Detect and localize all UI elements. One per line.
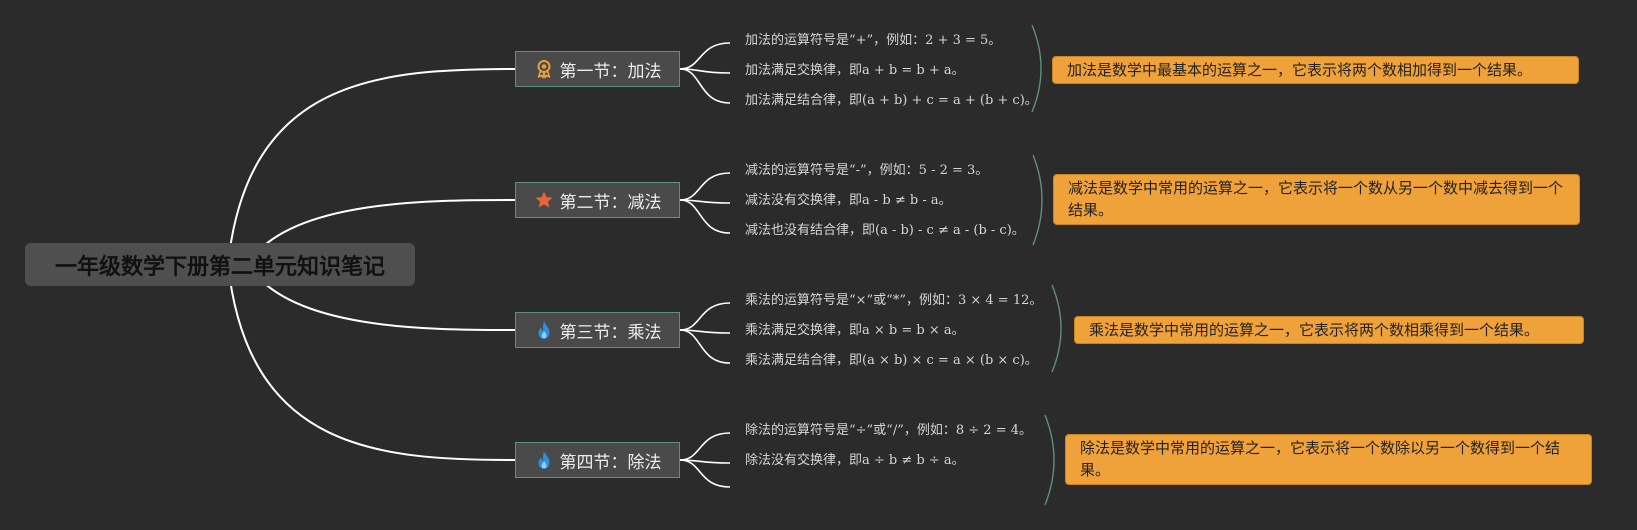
summary-bracket — [1051, 284, 1062, 373]
section-node-1[interactable]: 第一节：加法 — [515, 51, 680, 87]
detail-text: 乘法的运算符号是“×”或“*”，例如：3 × 4 = 12。 — [745, 293, 1043, 308]
summary-text: 乘法是数学中常用的运算之一，它表示将两个数相乘得到一个结果。 — [1089, 321, 1540, 339]
detail-link — [679, 199, 731, 234]
detail-link — [679, 329, 731, 364]
detail-link — [679, 432, 731, 461]
detail-text: 乘法满足结合律，即(a × b) × c = a × (b × c)。 — [745, 353, 1038, 368]
detail-text: 除法没有交换律，即a ÷ b ≠ b ÷ a。 — [745, 453, 965, 468]
detail-link — [679, 172, 731, 201]
summary-text: 除法是数学中常用的运算之一，它表示将一个数除以另一个数得到一个结果。 — [1080, 439, 1561, 479]
root-link-4 — [227, 263, 516, 461]
detail-link — [679, 302, 731, 331]
section-title: 第四节：除法 — [559, 452, 662, 473]
summary-box-1[interactable]: 加法是数学中最基本的运算之一，它表示将两个数相加得到一个结果。 — [1052, 56, 1579, 84]
root-link-3 — [247, 263, 516, 331]
section-title: 第一节：加法 — [559, 61, 662, 82]
summary-box-4[interactable]: 除法是数学中常用的运算之一，它表示将一个数除以另一个数得到一个结果。 — [1065, 434, 1592, 485]
detail-text: 除法的运算符号是“÷”或“/”，例如：8 ÷ 2 = 4。 — [745, 423, 1032, 438]
section-title: 第三节：乘法 — [559, 322, 662, 343]
root-title: 一年级数学下册第二单元知识笔记 — [54, 254, 385, 280]
detail-link — [679, 42, 731, 70]
summary-box-2[interactable]: 减法是数学中常用的运算之一，它表示将一个数从另一个数中减去得到一个结果。 — [1053, 174, 1580, 225]
summary-bracket — [1044, 414, 1055, 506]
summary-text: 加法是数学中最基本的运算之一，它表示将两个数相加得到一个结果。 — [1067, 61, 1533, 79]
summary-bracket — [1031, 24, 1042, 113]
detail-text: 加法的运算符号是“+”，例如：2 + 3 = 5。 — [745, 33, 1002, 48]
section-node-2[interactable]: 第二节：减法 — [515, 182, 680, 218]
section-node-3[interactable]: 第三节：乘法 — [515, 312, 680, 348]
detail-link — [679, 459, 731, 488]
detail-link — [679, 68, 731, 104]
detail-text: 加法满足交换律，即a + b = b + a。 — [745, 63, 965, 78]
summary-text: 减法是数学中常用的运算之一，它表示将一个数从另一个数中减去得到一个结果。 — [1068, 179, 1564, 219]
detail-text: 乘法满足交换律，即a × b = b × a。 — [745, 323, 965, 338]
detail-text: 加法满足结合律，即(a + b) + c = a + (b + c)。 — [745, 93, 1038, 108]
detail-text: 减法没有交换律，即a - b ≠ b - a。 — [745, 193, 952, 208]
summary-box-3[interactable]: 乘法是数学中常用的运算之一，它表示将两个数相乘得到一个结果。 — [1074, 316, 1584, 344]
detail-text: 减法也没有结合律，即(a - b) - c ≠ a - (b - c)。 — [745, 223, 1025, 238]
flame-icon — [534, 320, 554, 340]
root-topic[interactable]: 一年级数学下册第二单元知识笔记 — [25, 243, 415, 286]
detail-text: 减法的运算符号是“-”，例如：5 - 2 = 3。 — [745, 163, 989, 178]
star-icon — [534, 190, 554, 210]
section-node-4[interactable]: 第四节：除法 — [515, 442, 680, 478]
summary-bracket — [1032, 154, 1043, 246]
root-link-1 — [227, 68, 516, 265]
root-link-2 — [247, 199, 516, 265]
award-ribbon-icon — [534, 59, 554, 79]
section-title: 第二节：减法 — [559, 192, 662, 213]
flame-icon — [534, 450, 554, 470]
